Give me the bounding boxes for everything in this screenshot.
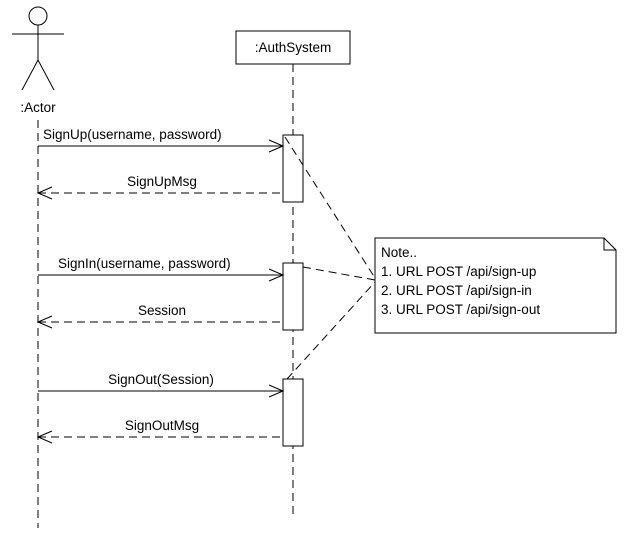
message-arrowhead-signin (268, 268, 285, 282)
actor-left-leg (21, 59, 39, 91)
message-label-signout: SignOut(Session) (108, 372, 214, 387)
message-label-signin: SignIn(username, password) (58, 256, 231, 271)
message-arrowhead-signupmsg (36, 186, 53, 200)
system-label: :AuthSystem (255, 40, 332, 55)
message-arrowhead-session (36, 315, 53, 329)
actor-head (28, 6, 48, 26)
activation-bar-signup (282, 134, 304, 203)
note-anchor-signup (284, 136, 376, 279)
note-line-1: 1. URL POST /api/sign-up (381, 264, 536, 279)
activation-bar-signin (282, 262, 304, 331)
actor-label: :Actor (20, 100, 56, 115)
message-label-signoutmsg: SignOutMsg (125, 418, 199, 433)
note-line-3: 3. URL POST /api/sign-out (381, 302, 540, 317)
note-line-2: 2. URL POST /api/sign-in (381, 283, 532, 298)
actor-figure[interactable] (12, 6, 64, 91)
message-label-signupmsg: SignUpMsg (127, 174, 197, 189)
note-anchor-signout (286, 281, 376, 380)
note-title: Note.. (381, 245, 417, 260)
note[interactable]: Note.. 1. URL POST /api/sign-up 2. URL P… (374, 237, 617, 334)
actor-right-leg (37, 59, 55, 91)
message-arrowhead-signoutmsg (36, 430, 53, 444)
message-label-session: Session (138, 303, 186, 318)
activation-bar-signout (282, 378, 304, 447)
note-anchor-signin (302, 266, 376, 281)
message-arrowhead-signup (268, 139, 285, 153)
note-box (374, 237, 617, 334)
message-label-signup: SignUp(username, password) (43, 127, 222, 142)
message-arrowhead-signout (268, 384, 285, 398)
note-fold (603, 238, 616, 251)
